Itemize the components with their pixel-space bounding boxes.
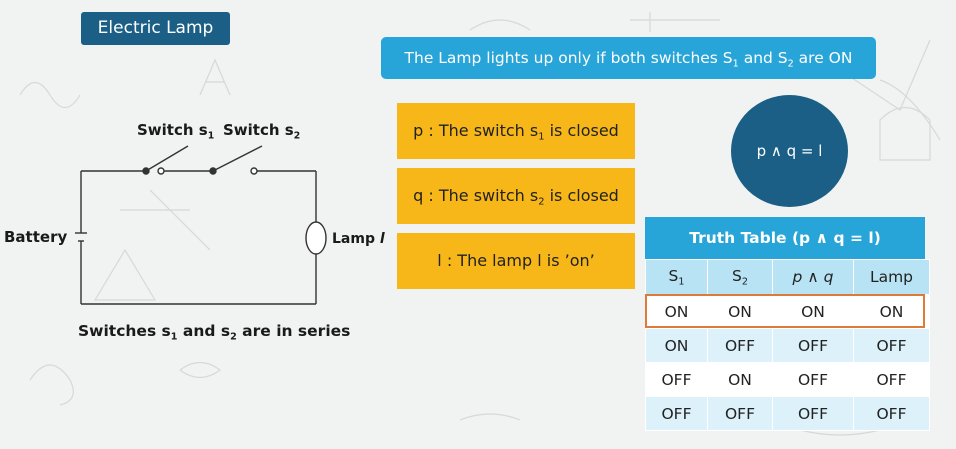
switch-2-label-text: Switch s	[223, 121, 294, 139]
switch-2-blade	[212, 145, 263, 172]
caption-text-3: are in series	[236, 322, 351, 340]
truth-table-title: Truth Table (p ∧ q = l)	[645, 217, 925, 259]
proposition-p-box: p : The switch s1 is closed	[397, 103, 635, 159]
header-s1-text: S	[668, 266, 679, 285]
header-s1-sub: 1	[678, 276, 685, 288]
table-cell: ON	[645, 294, 708, 329]
truth-table: Truth Table (p ∧ q = l) S1 S2 p ∧ q Lamp…	[645, 217, 930, 431]
header-p-and-q-text: p ∧ q	[792, 268, 834, 286]
switch-1-label-sub: 1	[207, 130, 215, 142]
proposition-l-text: l : The lamp l is ’on’	[437, 251, 595, 270]
statement-text-middle: and S	[738, 49, 788, 67]
proposition-q-sub: 2	[538, 196, 545, 208]
statement-sub-1: 1	[732, 58, 739, 70]
statement-banner: The Lamp lights up only if both switches…	[381, 37, 876, 79]
lamp-label-symbol: l	[379, 231, 385, 247]
circuit-caption: Switches s1 and s2 are in series	[78, 322, 350, 342]
switch-1-label: Switch s1	[137, 121, 214, 141]
header-s2-text: S	[732, 266, 742, 285]
proposition-p-sub: 1	[538, 131, 545, 143]
header-p-and-q: p ∧ q	[772, 259, 854, 295]
switch-1-blade	[145, 145, 189, 172]
switch-2-contact	[250, 167, 258, 175]
table-cell: OFF	[853, 328, 930, 363]
lesson-title: Electric Lamp	[81, 12, 230, 45]
table-cell: ON	[772, 294, 854, 329]
table-cell: ON	[707, 294, 773, 329]
header-lamp-text: Lamp	[869, 268, 914, 286]
table-cell: OFF	[707, 396, 773, 431]
caption-text-1: Switches s	[78, 322, 171, 340]
lamp-label-text: Lamp	[332, 231, 375, 247]
battery-label: Battery	[4, 228, 68, 246]
switch-1-label-text: Switch s	[137, 121, 208, 139]
table-cell: ON	[645, 328, 708, 363]
proposition-p-text-end: is closed	[544, 121, 619, 140]
series-circuit-diagram	[75, 145, 327, 305]
switch-2-label: Switch s2	[223, 121, 300, 141]
proposition-l-box: l : The lamp l is ’on’	[397, 233, 635, 289]
table-cell: OFF	[772, 362, 854, 397]
table-cell: OFF	[645, 362, 708, 397]
table-cell: OFF	[772, 328, 854, 363]
table-cell: OFF	[707, 328, 773, 363]
header-s1: S1	[645, 259, 708, 295]
table-cell: OFF	[645, 396, 708, 431]
equation-circle: p ∧ q = l	[731, 95, 848, 207]
table-cell: OFF	[772, 396, 854, 431]
table-row: OFF OFF OFF OFF	[645, 396, 930, 431]
table-cell: ON	[707, 362, 773, 397]
header-s2: S2	[707, 259, 773, 295]
proposition-q-text-end: is closed	[544, 186, 619, 205]
equation-text: p ∧ q = l	[756, 142, 823, 160]
switch-2-label-sub: 2	[293, 130, 301, 142]
caption-sub-1: 1	[170, 331, 178, 343]
caption-sub-2: 2	[230, 331, 237, 343]
table-row: OFF ON OFF OFF	[645, 362, 930, 397]
header-s2-sub: 2	[741, 276, 748, 288]
statement-text-end: are ON	[793, 49, 853, 67]
truth-table-header-row: S1 S2 p ∧ q Lamp	[645, 259, 930, 295]
lamp-label: Lamp l	[332, 231, 385, 247]
table-cell: OFF	[853, 362, 930, 397]
statement-text-start: The Lamp lights up only if both switches…	[404, 49, 733, 67]
proposition-q-box: q : The switch s2 is closed	[397, 168, 635, 224]
caption-text-2: and s	[177, 322, 231, 340]
lamp-symbol	[305, 221, 327, 255]
truth-table-grid: S1 S2 p ∧ q Lamp ON ON ON ON ON OFF OFF …	[645, 259, 930, 431]
table-row: ON OFF OFF OFF	[645, 328, 930, 363]
table-cell: ON	[853, 294, 930, 329]
proposition-p-text: p : The switch s	[413, 121, 539, 140]
statement-sub-2: 2	[787, 58, 794, 70]
header-lamp: Lamp	[853, 259, 930, 295]
switch-1-contact	[157, 167, 165, 175]
table-row: ON ON ON ON	[645, 294, 930, 329]
proposition-q-text: q : The switch s	[413, 186, 539, 205]
table-cell: OFF	[853, 396, 930, 431]
